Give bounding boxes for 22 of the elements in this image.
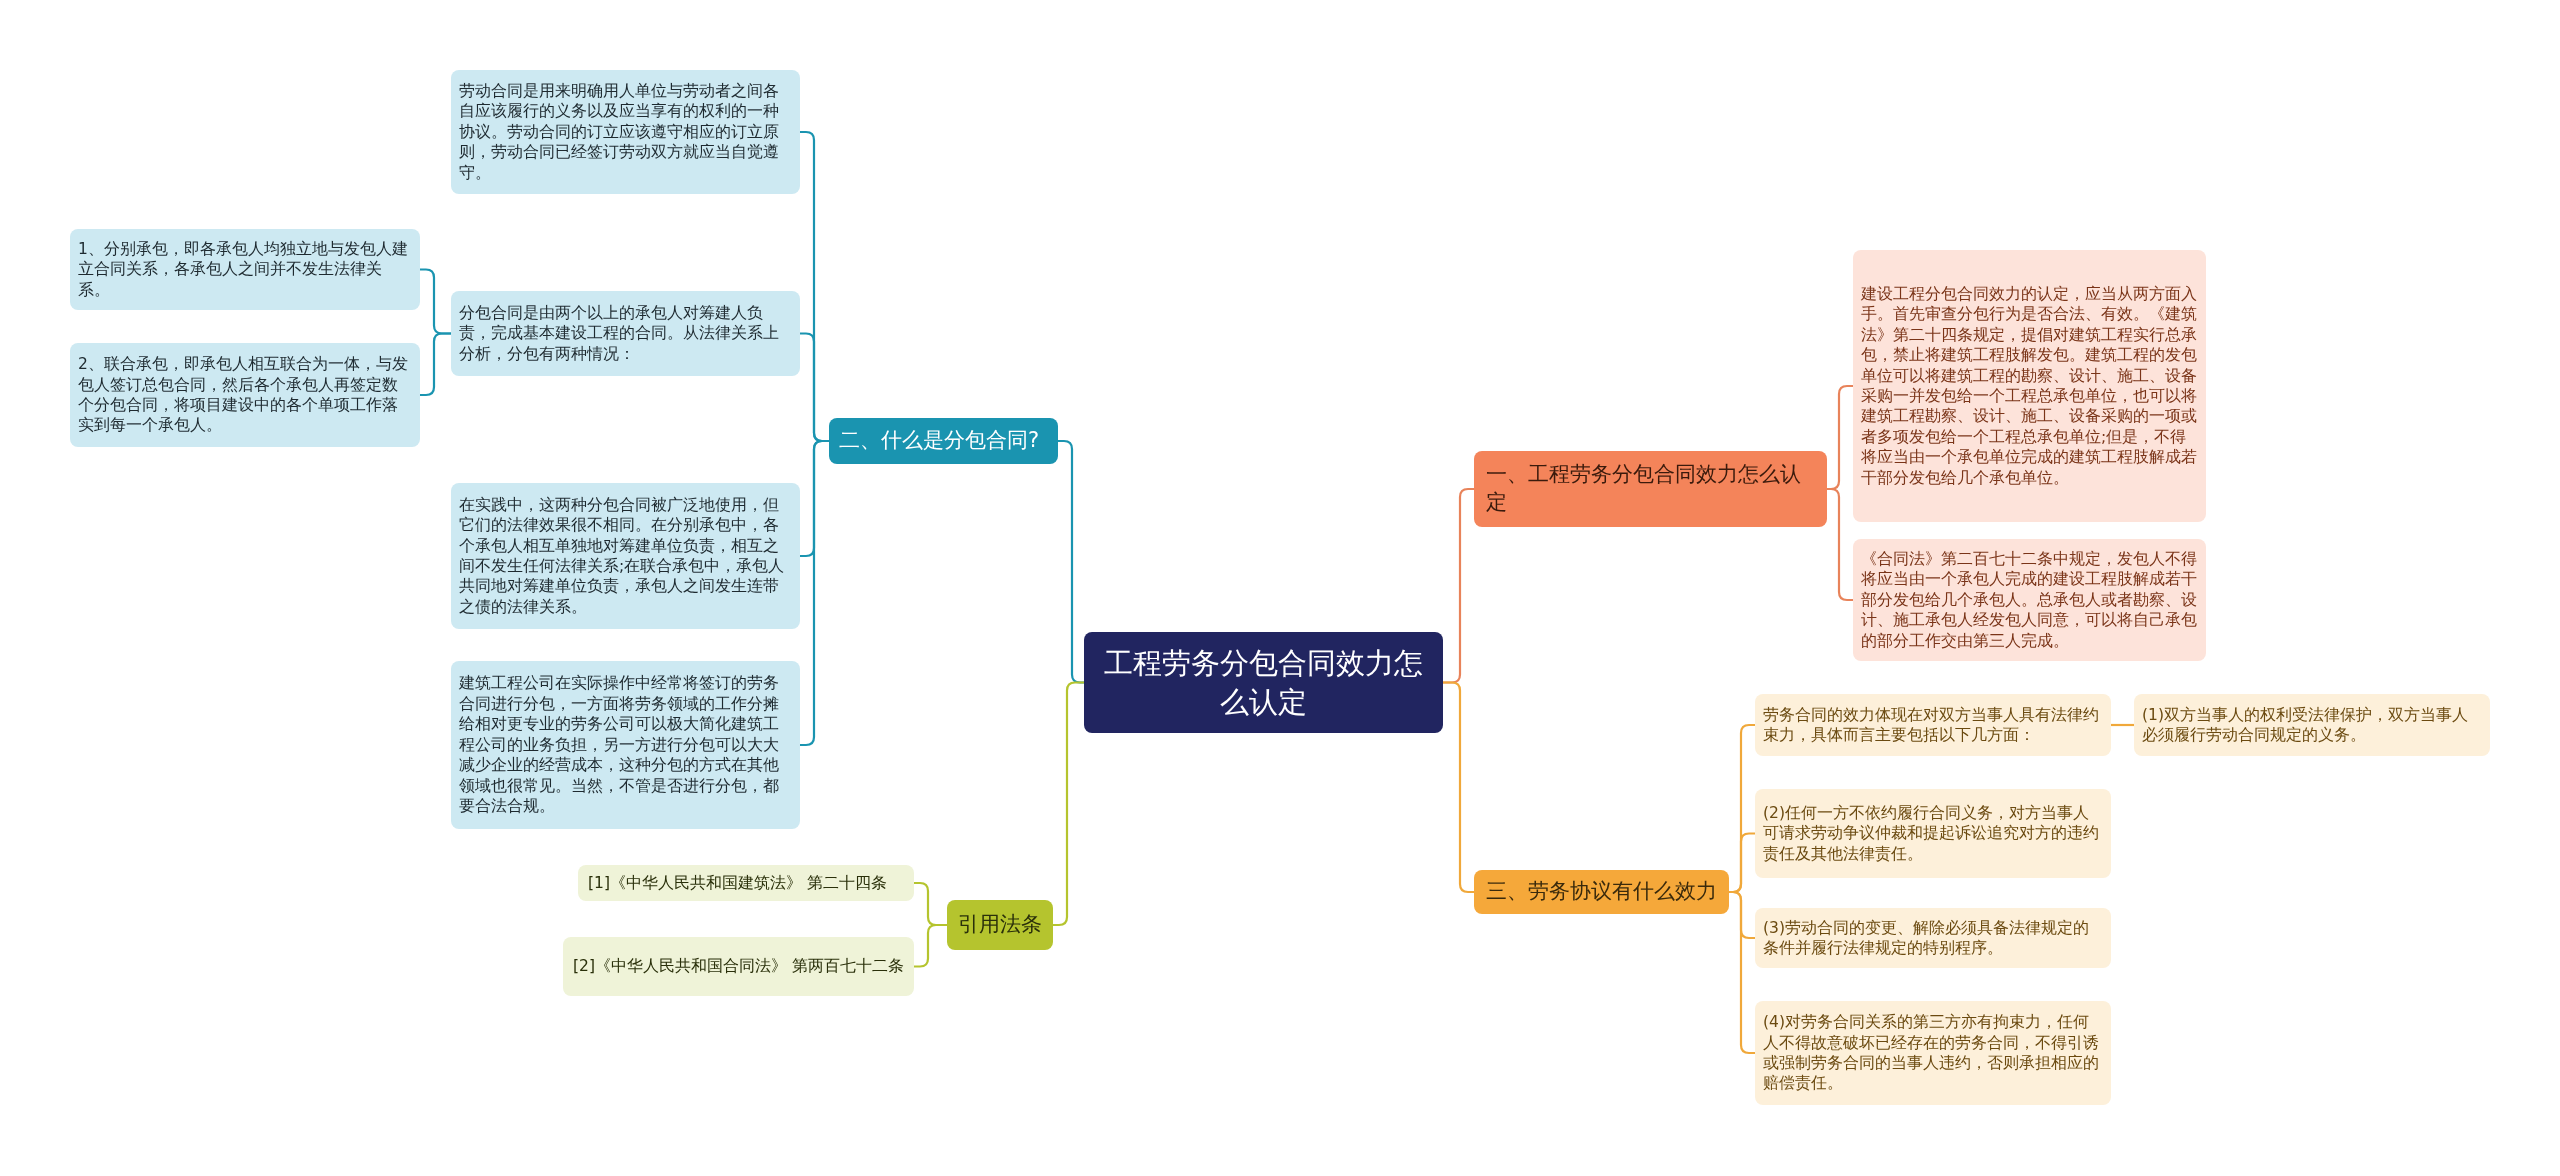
reference-box: [2]《中华人民共和国合同法》 第两百七十二条	[563, 937, 914, 996]
detail-box: 在实践中，这两种分包合同被广泛地使用，但它们的法律效果很不相同。在分别承包中，各个承包人相互单独地对筹建单位负责，相互之间不发生任何法律关系;在联合承包中，承包人共同地对筹建单位负责，承包人之间发生连带之债的法律关系。	[451, 483, 800, 629]
detail-box: 1、分别承包，即各承包人均独立地与发包人建立合同关系，各承包人之间并不发生法律关系。	[70, 229, 420, 310]
central-topic-box: 工程劳务分包合同效力怎么认定	[1084, 632, 1443, 733]
reference-box: [1]《中华人民共和国建筑法》 第二十四条	[578, 865, 914, 901]
detail-box: 劳动合同是用来明确用人单位与劳动者之间各自应该履行的义务以及应当享有的权利的一种协议。劳动合同的订立应该遵守相应的订立原则，劳动合同已经签订劳动双方就应当自觉遵守。	[451, 70, 800, 194]
detail-box: 2、联合承包，即承包人相互联合为一体，与发包人签订总包合同，然后各个承包人再签定数个分包合同，将项目建设中的各个单项工作落实到每一个承包人。	[70, 343, 420, 447]
detail-box: 分包合同是由两个以上的承包人对筹建人负责，完成基本建设工程的合同。从法律关系上分析，分包有两种情况：	[451, 291, 800, 376]
detail-box: (3)劳动合同的变更、解除必须具备法律规定的条件并履行法律规定的特别程序。	[1755, 908, 2111, 968]
branch-topic-box: 三、劳务协议有什么效力	[1474, 870, 1729, 914]
branch-topic-box: 二、什么是分包合同?	[829, 418, 1058, 464]
detail-box: 建设工程分包合同效力的认定，应当从两方面入手。首先审查分包行为是否合法、有效。《建筑法》第二十四条规定，提倡对建筑工程实行总承包，禁止将建筑工程肢解发包。建筑工程的发包单位可以将建筑工程的勘察、设计、施工、设备采购一并发包给一个工程总承包单位，也可以将建筑工程勘察、设计、施工、设备采购的一项或者多项发包给一个工程总承包单位;但是，不得将应当由一个承包单位完成的建筑工程肢解成若干部分发包给几个承包单位。	[1853, 250, 2206, 522]
detail-box: (4)对劳务合同关系的第三方亦有拘束力，任何人不得故意破坏已经存在的劳务合同，不得引诱或强制劳务合同的当事人违约，否则承担相应的赔偿责任。	[1755, 1001, 2111, 1105]
detail-box: (1)双方当事人的权利受法律保护，双方当事人必须履行劳动合同规定的义务。	[2134, 694, 2490, 756]
detail-box: 《合同法》第二百七十二条中规定，发包人不得将应当由一个承包人完成的建设工程肢解成若干部分发包给几个承包人。总承包人或者勘察、设计、施工承包人经发包人同意，可以将自己承包的部分工作交由第三人完成。	[1853, 539, 2206, 661]
connector-line	[914, 923, 947, 968]
detail-box: 劳务合同的效力体现在对双方当事人具有法律约束力，具体而言主要包括以下几方面：	[1755, 694, 2111, 756]
detail-box: (2)任何一方不依约履行合同义务，对方当事人可请求劳动争议仲裁和提起诉讼追究对方的违约责任及其他法律责任。	[1755, 789, 2111, 878]
branch-topic-box: 引用法条	[947, 900, 1053, 950]
detail-box: 建筑工程公司在实际操作中经常将签订的劳务合同进行分包，一方面将劳务领域的工作分摊给相对更专业的劳务公司可以极大简化建筑工程公司的业务负担，另一方进行分包可以大大减少企业的经营成本，这种分包的方式在其他领域也很常见。当然，不管是否进行分包，都要合法合规。	[451, 661, 800, 829]
connector-line	[2111, 723, 2134, 727]
branch-topic-box: 一、工程劳务分包合同效力怎么认定	[1474, 451, 1827, 527]
